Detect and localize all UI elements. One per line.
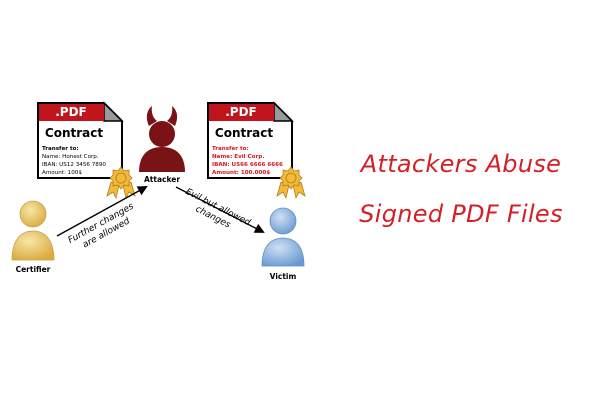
arrow-certifier-to-attacker [56,186,148,237]
doc-line-name: Name: Honest Corp. [42,154,99,160]
doc-line-transfer: Transfer to: [212,146,249,152]
user-icon [11,200,55,261]
attacker-label: Attacker [144,175,180,184]
certifier-label: Certifier [16,265,51,274]
doc-line-name: Name: Evil Corp. [212,154,264,160]
original-contract-document: .PDF Contract Transfer to: Name: Honest … [37,101,136,200]
seal-icon [276,166,306,200]
arrow-attacker-to-victim [175,186,265,233]
victim-label: Victim [270,272,297,281]
doc-line-iban: IBAN: US66 6666 6666 [212,162,283,168]
doc-line-iban: IBAN: US12 3456 7890 [42,162,106,168]
arrow-icon [175,186,265,233]
devil-user-icon [139,106,185,172]
contract-title: Contract [45,126,103,140]
victim-figure: Victim [261,207,305,281]
arrow-icon [56,186,148,237]
attacker-figure: Attacker [139,106,185,184]
headline-line1: Attackers Abuse [360,150,562,178]
pdf-badge-label: .PDF [55,105,87,119]
user-icon [261,207,305,267]
pdf-badge-band [209,104,274,121]
pdf-attack-diagram: .PDF Contract Transfer to: Name: Honest … [11,101,306,281]
doc-line-amount: Amount: 100$ [42,170,82,176]
right-arrow-caption: Evil but allowed changes [184,187,252,231]
pdf-badge-label: .PDF [225,105,257,119]
modified-contract-document: .PDF Contract Transfer to: Name: Evil Co… [207,101,306,200]
pdf-document-icon [37,101,124,179]
doc-line-transfer: Transfer to: [42,146,79,152]
pdf-badge-band [39,104,104,121]
pdf-document-icon [207,101,294,179]
doc-line-amount: Amount: 100.000$ [212,170,270,176]
certifier-figure: Certifier [11,200,55,274]
contract-title: Contract [215,126,273,140]
headline-line2: Signed PDF Files [359,200,563,228]
